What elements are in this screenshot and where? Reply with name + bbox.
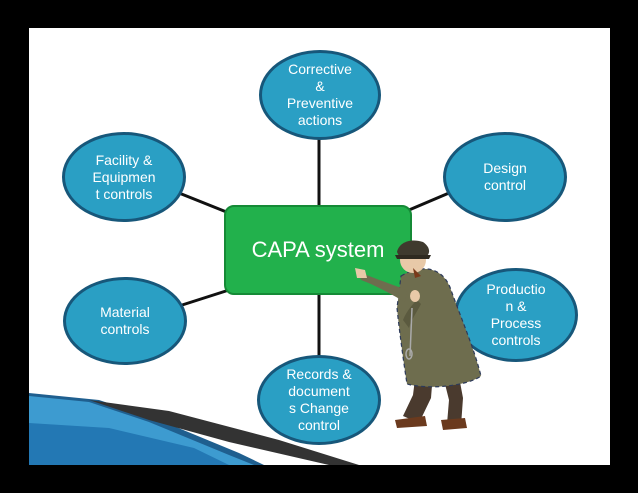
node-production-process-controls: Productio n & Process controls [454, 268, 578, 362]
node-material-controls: Material controls [63, 277, 187, 365]
node-label: Material controls [100, 304, 150, 337]
connector-top-left [178, 191, 230, 215]
node-records-documents-change-control: Records & document s Change control [257, 355, 381, 445]
node-label: Facility & Equipmen t controls [92, 151, 156, 202]
corner-swoosh [29, 393, 359, 465]
node-label: Design control [483, 160, 527, 193]
node-label: Records & document s Change control [286, 366, 352, 433]
node-design-control: Design control [443, 132, 567, 222]
node-label: Productio n & Process controls [486, 281, 546, 348]
node-label: Corrective & Preventive actions [286, 61, 354, 128]
detective-illustration [355, 240, 482, 430]
connector-lines [178, 138, 450, 358]
connector-bottom-left [178, 288, 230, 308]
node-corrective-preventive-actions: Corrective & Preventive actions [259, 50, 381, 140]
capa-system-label: CAPA system [251, 237, 385, 262]
slide: Corrective & Preventive actions Facility… [29, 28, 610, 465]
connector-top-right [408, 191, 450, 212]
node-facility-equipment-controls: Facility & Equipmen t controls [62, 132, 186, 222]
